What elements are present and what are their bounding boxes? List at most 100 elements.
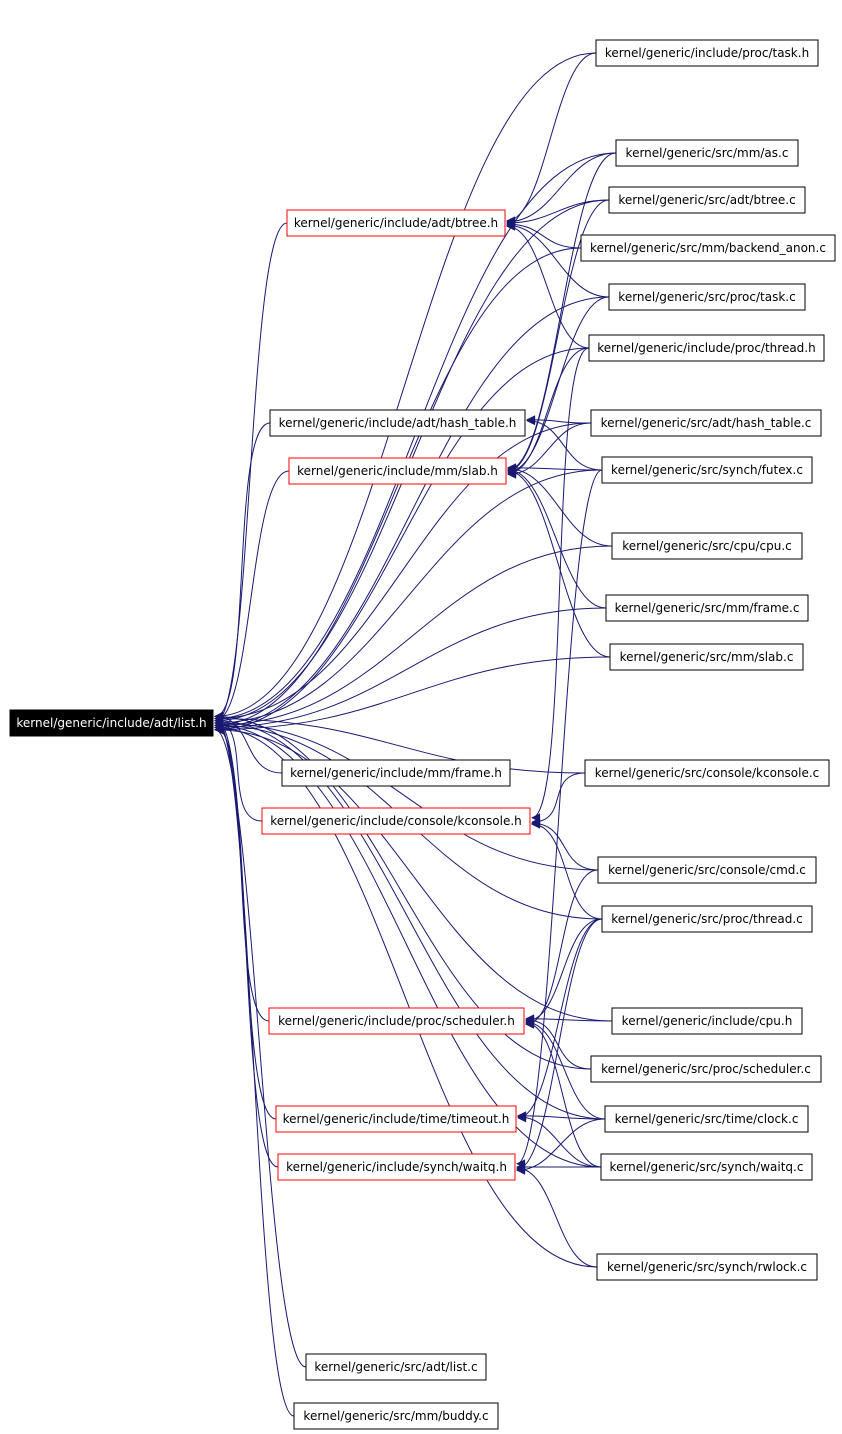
node-box — [605, 594, 809, 622]
node-cpu-c[interactable]: kernel/generic/src/cpu/cpu.c — [611, 532, 803, 560]
edge-task_h-to-btree_h — [506, 52, 597, 226]
node-list-c[interactable]: kernel/generic/src/adt/list.c — [305, 1353, 487, 1381]
node-box — [608, 283, 806, 311]
node-box — [286, 209, 506, 237]
node-scheduler-h[interactable]: kernel/generic/include/proc/scheduler.h — [268, 1007, 525, 1035]
node-thread-h[interactable]: kernel/generic/include/proc/thread.h — [588, 334, 825, 362]
node-label: kernel/generic/include/adt/list.h — [16, 716, 206, 730]
node-btree-h[interactable]: kernel/generic/include/adt/btree.h — [286, 209, 506, 237]
node-label: kernel/generic/include/mm/slab.h — [297, 464, 498, 478]
node-waitq-c[interactable]: kernel/generic/src/synch/waitq.c — [600, 1153, 813, 1181]
edge-waitq_c-to-timeout_h — [517, 1112, 602, 1168]
edges-layer — [214, 52, 617, 1417]
edge-cmd_c-to-scheduler_h — [525, 869, 599, 1029]
edge-btree_c-to-btree_h — [506, 199, 610, 228]
edge-slab_h-to-list_h — [214, 470, 290, 726]
node-cmd-c[interactable]: kernel/generic/src/console/cmd.c — [597, 856, 817, 884]
node-box — [269, 409, 526, 437]
node-label: kernel/generic/src/mm/slab.c — [620, 650, 794, 664]
node-kconsole-h[interactable]: kernel/generic/include/console/kconsole.… — [261, 807, 531, 835]
edge-thread_h-to-btree_h — [506, 221, 590, 349]
edge-waitq_c-to-list_h — [214, 720, 602, 1168]
node-box — [584, 759, 830, 787]
node-label: kernel/generic/src/mm/buddy.c — [303, 1409, 488, 1423]
edge-cmd_c-to-list_h — [214, 718, 599, 871]
edge-slab_c-to-slab_h — [507, 466, 611, 658]
edge-cpu_c-to-list_h — [214, 545, 613, 730]
node-label: kernel/generic/include/synch/waitq.h — [286, 1160, 507, 1174]
node-kconsole-c[interactable]: kernel/generic/src/console/kconsole.c — [584, 759, 830, 787]
node-hash-table-c[interactable]: kernel/generic/src/adt/hash_table.c — [590, 409, 822, 437]
edge-frame_c-to-slab_h — [507, 465, 607, 609]
node-label: kernel/generic/include/adt/btree.h — [294, 216, 498, 230]
edge-kconsole_c-to-list_h — [214, 714, 586, 774]
edge-task_c-to-slab_h — [507, 296, 610, 477]
node-box — [596, 1253, 818, 1281]
edge-cpu_h-to-list_h — [214, 725, 613, 1022]
node-frame-h[interactable]: kernel/generic/include/mm/frame.h — [281, 759, 511, 787]
node-box — [261, 807, 531, 835]
edge-backend_anon_c-to-btree_h — [506, 219, 582, 249]
edge-kconsole_h-to-list_h — [214, 716, 263, 822]
node-box — [611, 1007, 803, 1035]
edge-thread_h-to-list_h — [214, 347, 590, 735]
node-label: kernel/generic/src/proc/thread.c — [611, 912, 802, 926]
edge-rwlock_c-to-list_h — [214, 722, 598, 1268]
node-as-c[interactable]: kernel/generic/src/mm/as.c — [615, 139, 799, 167]
edge-thread_c-to-kconsole_h — [531, 819, 603, 920]
node-box — [604, 1105, 809, 1133]
node-box — [293, 1402, 499, 1430]
node-cpu-h[interactable]: kernel/generic/include/cpu.h — [611, 1007, 803, 1035]
edge-hash_table_h-to-list_h — [214, 422, 271, 721]
edge-backend_anon_c-to-list_h — [214, 247, 582, 730]
node-futex-c[interactable]: kernel/generic/src/synch/futex.c — [601, 456, 813, 484]
node-label: kernel/generic/src/mm/backend_anon.c — [590, 241, 826, 255]
node-label: kernel/generic/src/adt/hash_table.c — [601, 416, 812, 430]
edge-cmd_c-to-kconsole_h — [531, 818, 599, 871]
node-label: kernel/generic/include/adt/hash_table.h — [279, 416, 517, 430]
node-rwlock-c[interactable]: kernel/generic/src/synch/rwlock.c — [596, 1253, 818, 1281]
node-buddy-c[interactable]: kernel/generic/src/mm/buddy.c — [293, 1402, 499, 1430]
node-label: kernel/generic/src/mm/as.c — [626, 146, 789, 160]
edge-kconsole_c-to-kconsole_h — [531, 772, 586, 827]
node-slab-c[interactable]: kernel/generic/src/mm/slab.c — [609, 643, 804, 671]
node-label: kernel/generic/src/console/cmd.c — [608, 863, 806, 877]
node-backend-anon-c[interactable]: kernel/generic/src/mm/backend_anon.c — [580, 234, 836, 262]
edge-as_c-to-slab_h — [507, 152, 617, 475]
node-frame-c[interactable]: kernel/generic/src/mm/frame.c — [605, 594, 809, 622]
node-box — [305, 1353, 487, 1381]
node-list-h: kernel/generic/include/adt/list.h — [9, 709, 214, 737]
node-label: kernel/generic/src/synch/rwlock.c — [607, 1260, 807, 1274]
node-box — [281, 759, 511, 787]
edge-thread_c-to-waitq_h — [516, 918, 603, 1174]
node-label: kernel/generic/src/adt/list.c — [314, 1360, 477, 1374]
edge-buddy_c-to-list_h — [214, 712, 295, 1417]
node-timeout-h[interactable]: kernel/generic/include/time/timeout.h — [275, 1105, 517, 1133]
node-btree-c[interactable]: kernel/generic/src/adt/btree.c — [608, 186, 806, 214]
node-box — [268, 1007, 525, 1035]
edge-thread_c-to-scheduler_h — [525, 918, 603, 1026]
edge-cpu_h-to-scheduler_h — [525, 1014, 613, 1024]
node-task-h[interactable]: kernel/generic/include/proc/task.h — [595, 39, 819, 67]
node-label: kernel/generic/src/synch/futex.c — [611, 463, 803, 477]
edge-as_c-to-btree_h — [506, 152, 617, 227]
node-clock-c[interactable]: kernel/generic/src/time/clock.c — [604, 1105, 809, 1133]
node-label: kernel/generic/src/proc/task.c — [618, 290, 795, 304]
edge-clock_c-to-list_h — [214, 716, 606, 1120]
edge-clock_c-to-waitq_h — [516, 1118, 606, 1175]
node-hash-table-h[interactable]: kernel/generic/include/adt/hash_table.h — [269, 409, 526, 437]
node-label: kernel/generic/src/time/clock.c — [615, 1112, 799, 1126]
node-label: kernel/generic/src/mm/frame.c — [615, 601, 800, 615]
node-slab-h[interactable]: kernel/generic/include/mm/slab.h — [288, 457, 507, 485]
node-thread-c[interactable]: kernel/generic/src/proc/thread.c — [601, 905, 813, 933]
node-scheduler-c[interactable]: kernel/generic/src/proc/scheduler.c — [590, 1055, 822, 1083]
node-box — [601, 905, 813, 933]
node-label: kernel/generic/include/proc/thread.h — [597, 341, 815, 355]
node-task-c[interactable]: kernel/generic/src/proc/task.c — [608, 283, 806, 311]
node-box — [275, 1105, 517, 1133]
node-box — [590, 1055, 822, 1083]
edge-thread_c-to-timeout_h — [517, 918, 603, 1123]
node-waitq-h[interactable]: kernel/generic/include/synch/waitq.h — [277, 1153, 516, 1181]
node-box — [609, 643, 804, 671]
